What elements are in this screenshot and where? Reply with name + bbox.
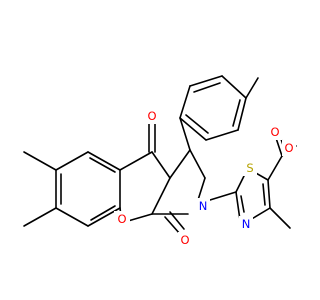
bond — [87, 151, 121, 171]
bond — [55, 151, 89, 171]
bond — [221, 75, 247, 99]
bond — [235, 175, 245, 193]
bond — [127, 213, 153, 222]
bond — [55, 207, 89, 227]
chemical-structure-diagram: O O O N S N O O — [23, 75, 297, 248]
bond — [245, 77, 259, 99]
atom-O-ketone: O — [147, 109, 156, 123]
atom-O-ester-carbonyl: O — [270, 125, 279, 139]
atom-N-pyrrole: N — [199, 199, 208, 213]
bond — [151, 177, 171, 215]
bond — [205, 129, 239, 141]
bond — [237, 97, 247, 131]
bond-lines — [23, 75, 297, 235]
bond — [185, 114, 209, 134]
bond — [189, 149, 206, 179]
bond — [23, 151, 57, 171]
bond — [179, 85, 191, 119]
atom-O-chromone: O — [117, 212, 126, 226]
bond — [267, 179, 271, 209]
bond — [262, 183, 266, 206]
atom-O-lactam: O — [180, 233, 189, 247]
bond — [169, 211, 185, 230]
bond — [23, 207, 57, 227]
atom-S-thiazole: S — [246, 161, 253, 175]
bond — [151, 151, 171, 179]
molecule-canvas: O O O N S N O O — [23, 75, 297, 248]
bond — [89, 157, 116, 173]
atom-O-ester-ether: O — [284, 141, 293, 155]
bond — [275, 137, 283, 157]
bond — [197, 177, 206, 201]
bond — [189, 75, 223, 87]
bond — [193, 82, 221, 93]
bond — [269, 207, 291, 229]
bond — [169, 149, 191, 179]
bond — [119, 151, 153, 171]
bond — [90, 205, 116, 221]
bond — [235, 191, 241, 221]
bond — [249, 207, 271, 221]
atom-N-thiazole: N — [242, 217, 251, 231]
bond — [267, 155, 283, 181]
bond — [240, 195, 245, 213]
bond — [179, 117, 207, 141]
bond — [232, 99, 241, 127]
bond — [179, 117, 191, 151]
bond — [209, 191, 237, 201]
atom-labels: O O O N S N O O — [114, 108, 296, 248]
bond — [164, 216, 181, 235]
